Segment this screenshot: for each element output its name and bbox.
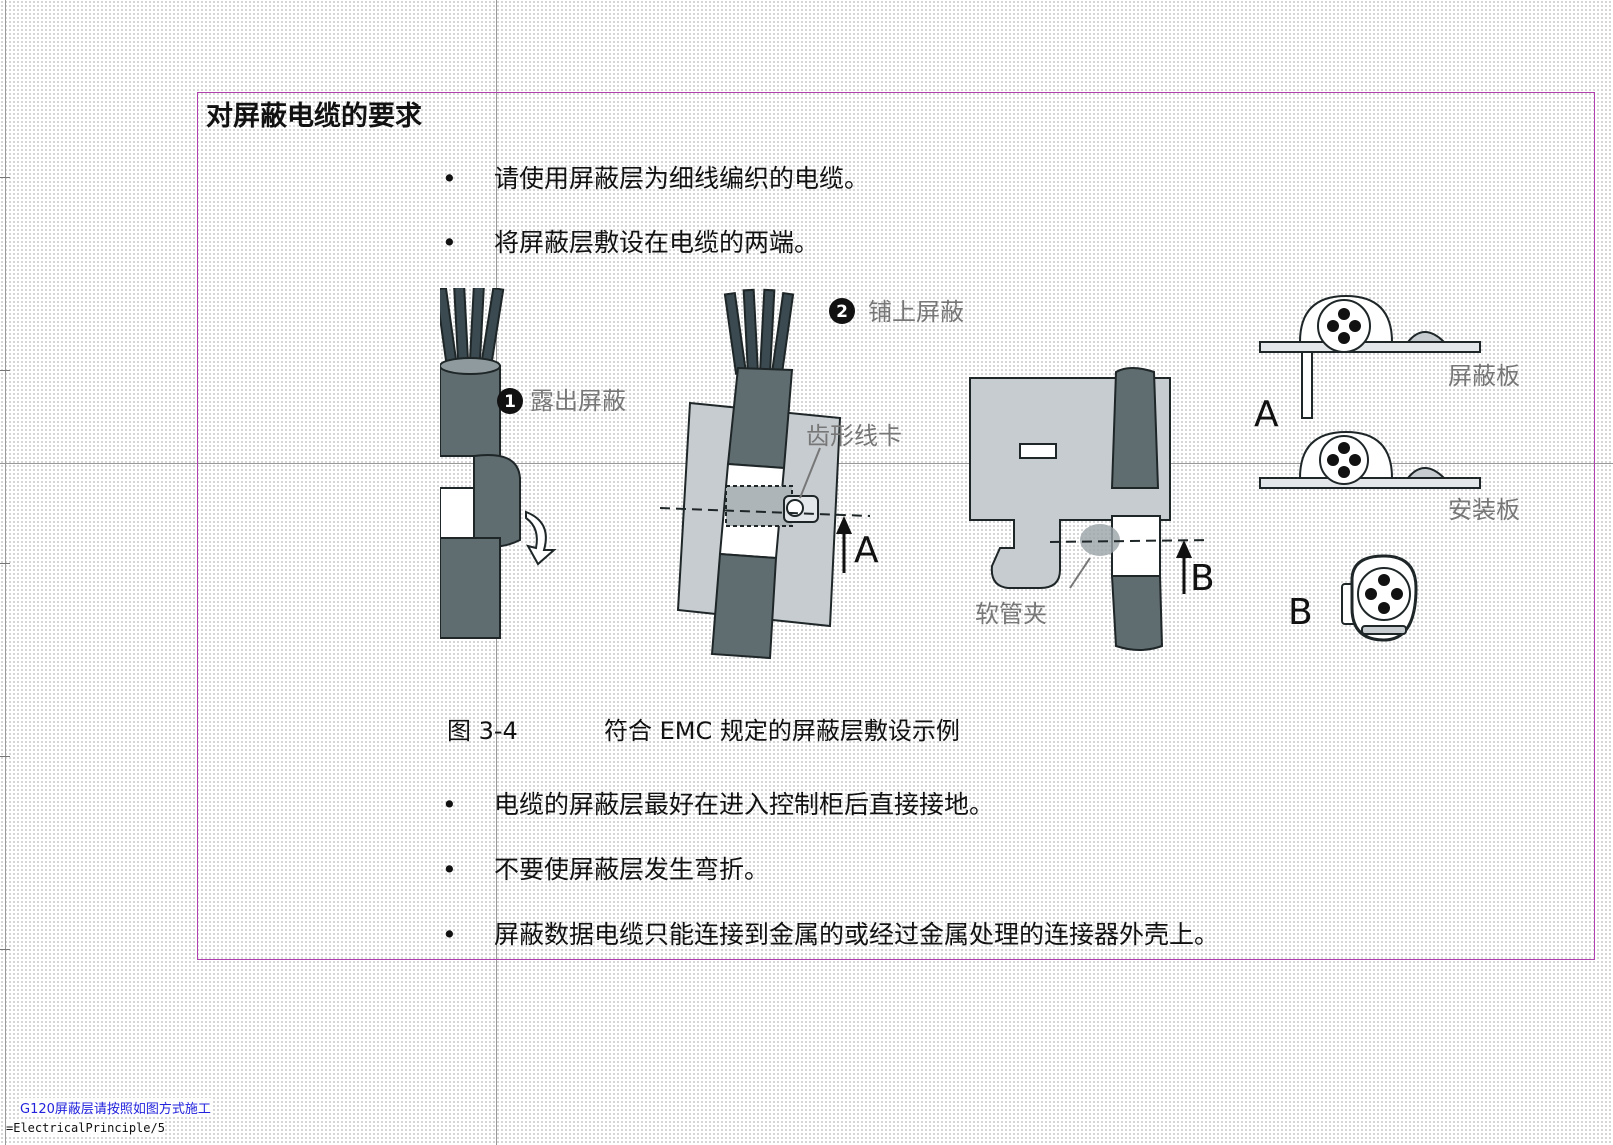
section-marker-b: B	[1190, 558, 1215, 599]
mounting-plate-label: 安装板	[1448, 496, 1520, 524]
toothed-clamp-label: 齿形线卡	[806, 422, 902, 450]
step-2-badge: 2	[836, 302, 848, 322]
ruler-tick	[0, 756, 10, 757]
requirement-list-bottom: 电缆的屏蔽层最好在进入控制柜后直接接地。 不要使屏蔽层发生弯折。 屏蔽数据电缆只…	[442, 788, 1219, 951]
step-2-label: 铺上屏蔽	[868, 298, 964, 326]
figure-illustration: 1 露出屏蔽 齿形线卡 A 2 铺上屏蔽	[440, 288, 1520, 660]
step-1-label: 露出屏蔽	[530, 387, 626, 415]
ruler-tick	[0, 370, 10, 371]
sheet-path: =ElectricalPrinciple/5	[6, 1121, 165, 1135]
ruler-tick	[0, 949, 10, 950]
view-a-marker: A	[1254, 394, 1279, 435]
footer-note: G120屏蔽层请按照如图方式施工	[20, 1098, 211, 1117]
list-item: 电缆的屏蔽层最好在进入控制柜后直接接地。	[442, 788, 1219, 821]
list-item: 将屏蔽层敷设在电缆的两端。	[442, 226, 869, 259]
panel-cross-sections: 屏蔽板 A 安装板 B	[1254, 294, 1520, 642]
guide-line-vertical	[5, 0, 6, 1145]
figure-caption-number: 图 3-4	[447, 717, 518, 745]
hose-clamp-label: 软管夹	[975, 600, 1047, 628]
shield-installation-figure: 1 露出屏蔽 齿形线卡 A 2 铺上屏蔽	[440, 288, 1565, 688]
panel-clamp-shield: 齿形线卡 A 2 铺上屏蔽	[659, 288, 964, 660]
shield-plate-label: 屏蔽板	[1448, 362, 1520, 390]
list-item: 请使用屏蔽层为细线编织的电缆。	[442, 162, 869, 195]
ruler-tick	[0, 177, 10, 178]
step-1-badge: 1	[504, 392, 516, 412]
requirement-list-top: 请使用屏蔽层为细线编织的电缆。 将屏蔽层敷设在电缆的两端。	[442, 162, 869, 259]
text-object-frame[interactable]	[197, 92, 1595, 960]
ruler-tick	[0, 563, 10, 564]
list-item: 屏蔽数据电缆只能连接到金属的或经过金属处理的连接器外壳上。	[442, 918, 1219, 951]
section-title: 对屏蔽电缆的要求	[206, 101, 422, 132]
panel-hose-clamp: 软管夹 B	[969, 367, 1215, 651]
view-b-marker: B	[1288, 592, 1313, 633]
list-item: 不要使屏蔽层发生弯折。	[442, 853, 1219, 886]
figure-caption-text: 符合 EMC 规定的屏蔽层敷设示例	[604, 717, 960, 745]
panel-exposed-shield: 1 露出屏蔽	[440, 288, 626, 639]
section-marker-a: A	[854, 530, 879, 571]
